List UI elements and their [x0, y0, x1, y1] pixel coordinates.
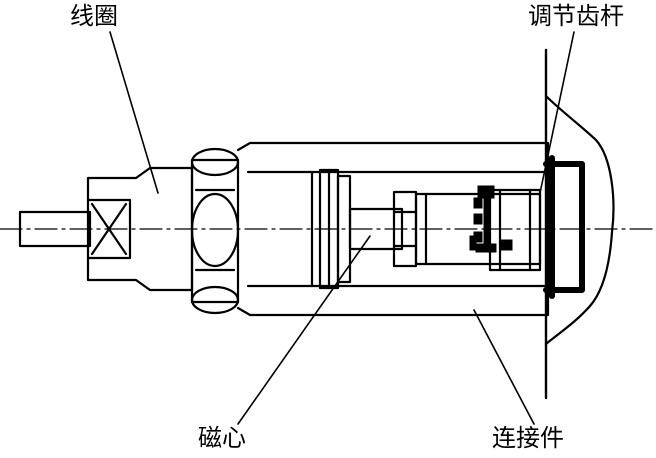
label-magnetic-core: 磁心	[198, 424, 246, 452]
leader-connector	[473, 309, 535, 425]
main-body	[236, 141, 550, 317]
rack-gear-detail	[469, 185, 513, 253]
terminal-box	[86, 198, 132, 260]
rack-sleeve	[488, 188, 542, 272]
leader-core	[237, 235, 371, 425]
leader-rack	[539, 31, 575, 194]
left-shaft	[18, 210, 92, 248]
flange	[543, 161, 585, 293]
hex-nut	[190, 158, 240, 304]
leader-coil	[109, 31, 159, 194]
label-coil: 线圈	[70, 2, 118, 30]
label-adjusting-rack: 调节齿杆	[528, 2, 624, 30]
label-connector: 连接件	[492, 424, 564, 452]
core-rod	[348, 207, 404, 251]
dome-cap	[544, 94, 615, 346]
